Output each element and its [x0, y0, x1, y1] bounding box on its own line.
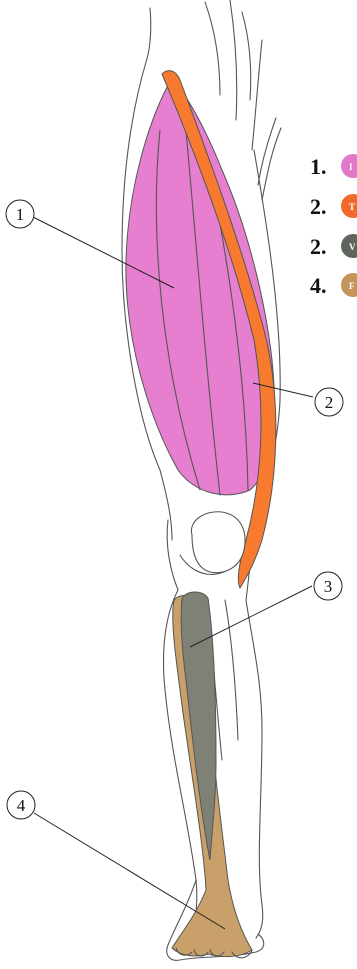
svg-text:2.: 2. [310, 234, 327, 259]
svg-text:3: 3 [324, 577, 333, 596]
svg-text:1: 1 [16, 205, 25, 224]
svg-text:2.: 2. [310, 194, 327, 219]
callout-2: 2 [315, 388, 343, 416]
svg-text:1.: 1. [310, 154, 327, 179]
callout-3: 3 [314, 572, 342, 600]
svg-text:4.: 4. [310, 273, 327, 298]
legend-item-2: 2. T [310, 194, 357, 219]
legend-item-1: 1. I [310, 154, 357, 179]
legend-item-4: 4. F [310, 273, 357, 298]
legend: 1. I 2. T 2. V 4. F [310, 154, 357, 298]
svg-text:I: I [349, 162, 353, 172]
patella [191, 512, 245, 573]
svg-text:F: F [349, 281, 355, 291]
svg-text:2: 2 [325, 393, 334, 412]
svg-text:V: V [349, 242, 356, 252]
callout-1: 1 [6, 200, 34, 228]
callout-4: 4 [7, 791, 35, 819]
legend-item-3: 2. V [310, 234, 357, 259]
svg-text:4: 4 [17, 796, 26, 815]
svg-text:T: T [349, 202, 355, 212]
